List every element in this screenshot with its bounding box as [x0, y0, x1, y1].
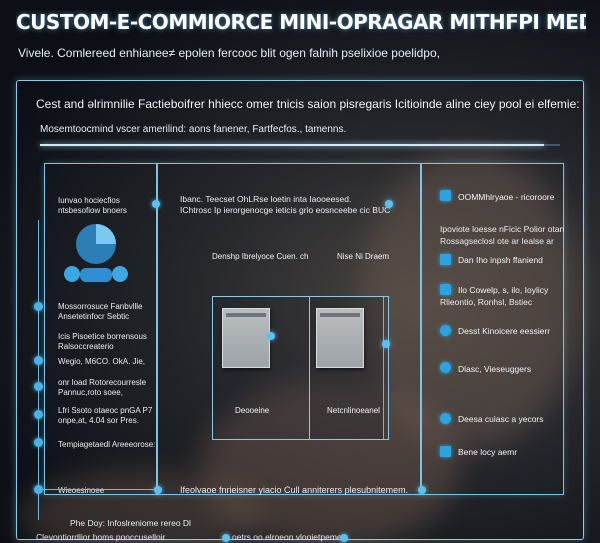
sidebar-timeline	[38, 220, 39, 520]
connector-line	[43, 489, 158, 490]
chat-icon	[440, 413, 451, 424]
stage-left-caption: Deooeine	[235, 406, 270, 415]
timeline-bullet	[34, 382, 43, 391]
nav-breadcrumb[interactable]: Mosemtoocmind vscer amerilind: aons fane…	[40, 124, 347, 135]
right-item-9[interactable]: Deesa cuiasc a yecors	[458, 414, 544, 424]
timeline-bullet	[34, 356, 43, 365]
connector-node	[340, 534, 348, 542]
right-item-3: Rossagseclosl ote ar Iealse ar	[440, 236, 554, 246]
chart-icon	[440, 284, 451, 295]
file-icon	[440, 446, 451, 457]
footer-note-2: Clevontiordlior homs pooccuselloir	[36, 532, 166, 542]
right-item-1[interactable]: OOMMhlryaoe - ricoroore	[458, 192, 555, 202]
progress-fill	[40, 144, 545, 146]
right-item-4[interactable]: Dan Iho inpsh ffaniend	[458, 255, 543, 265]
column-divider-right	[420, 163, 422, 495]
timeline-bullet	[34, 302, 43, 311]
right-item-2: Ipoviote loesse nFicic Polior otan	[440, 224, 565, 234]
connector-node	[154, 486, 162, 494]
connector-node	[222, 534, 230, 542]
content-frame	[44, 163, 564, 495]
sidebar-item-6[interactable]: Tempiagetaedl Areeeorose:	[58, 440, 156, 449]
chat-icon	[440, 325, 451, 336]
center-intro: Ibanc. Teecset OhLRse loetin inta Iaooee…	[180, 194, 391, 215]
workflow-caption: Ifeolvaoe fnrieisner yiacio Cull anniter…	[180, 485, 409, 495]
right-item-7[interactable]: Desst Kinoicere eessierr	[458, 326, 551, 336]
sidebar-heading: Iunvao hociecfios ntsbesofiow bnoers	[58, 196, 127, 215]
timeline-bullet	[34, 410, 43, 419]
footer-note: Phe Doy: Infoslreniome rereo Dl	[70, 518, 191, 528]
document-card[interactable]	[316, 308, 364, 368]
process-diagram-icon	[64, 224, 128, 282]
connector-node	[385, 200, 393, 208]
right-item-5[interactable]: Ilo Cowelp, s, ilo, Ioylicy	[458, 285, 549, 295]
right-item-8[interactable]: Dlasc, Vieseuggers	[458, 364, 532, 374]
timeline-bullet	[34, 438, 43, 447]
connector-node	[152, 200, 160, 208]
connector-node	[382, 340, 390, 348]
timeline-bullet	[34, 485, 43, 494]
connector-node	[267, 332, 275, 340]
right-item-6: Rlieontio, Ronhsl, Bstiec	[440, 297, 533, 307]
page-title: CUSTOM-E-COMMIORCE MINI-OPRAGAR MITHFPI …	[16, 10, 586, 34]
chat-icon	[440, 362, 451, 373]
right-item-10[interactable]: Bene locy aemr	[458, 447, 518, 457]
document-card[interactable]	[222, 308, 270, 368]
column-divider-left	[156, 163, 158, 495]
stage-left-label: Denshp Ibrelyoce Cuen. ch	[212, 252, 309, 261]
sidebar-item-7[interactable]: Wieoesinoee	[58, 486, 105, 495]
panel-heading: Cest and ǝlrimnilie Factieboifrer hhiecc…	[36, 97, 580, 111]
sidebar-item-3[interactable]: Wegio, M6CO. OkA. Jie,	[58, 357, 145, 366]
connector-node	[418, 486, 426, 494]
stage-right-caption: Netcnlinoeanel	[327, 406, 380, 415]
file-icon	[440, 254, 451, 265]
stage-right-label: Nise Ni Draem	[337, 252, 390, 261]
page-subtitle: Vivele. Comlereed enhianee≠ epolen ferco…	[18, 46, 440, 60]
progress-track	[40, 144, 560, 146]
footer-center: oetrs oo elroeon vlooietpeme	[232, 532, 342, 542]
chart-icon	[440, 190, 451, 201]
main-panel	[16, 80, 584, 540]
